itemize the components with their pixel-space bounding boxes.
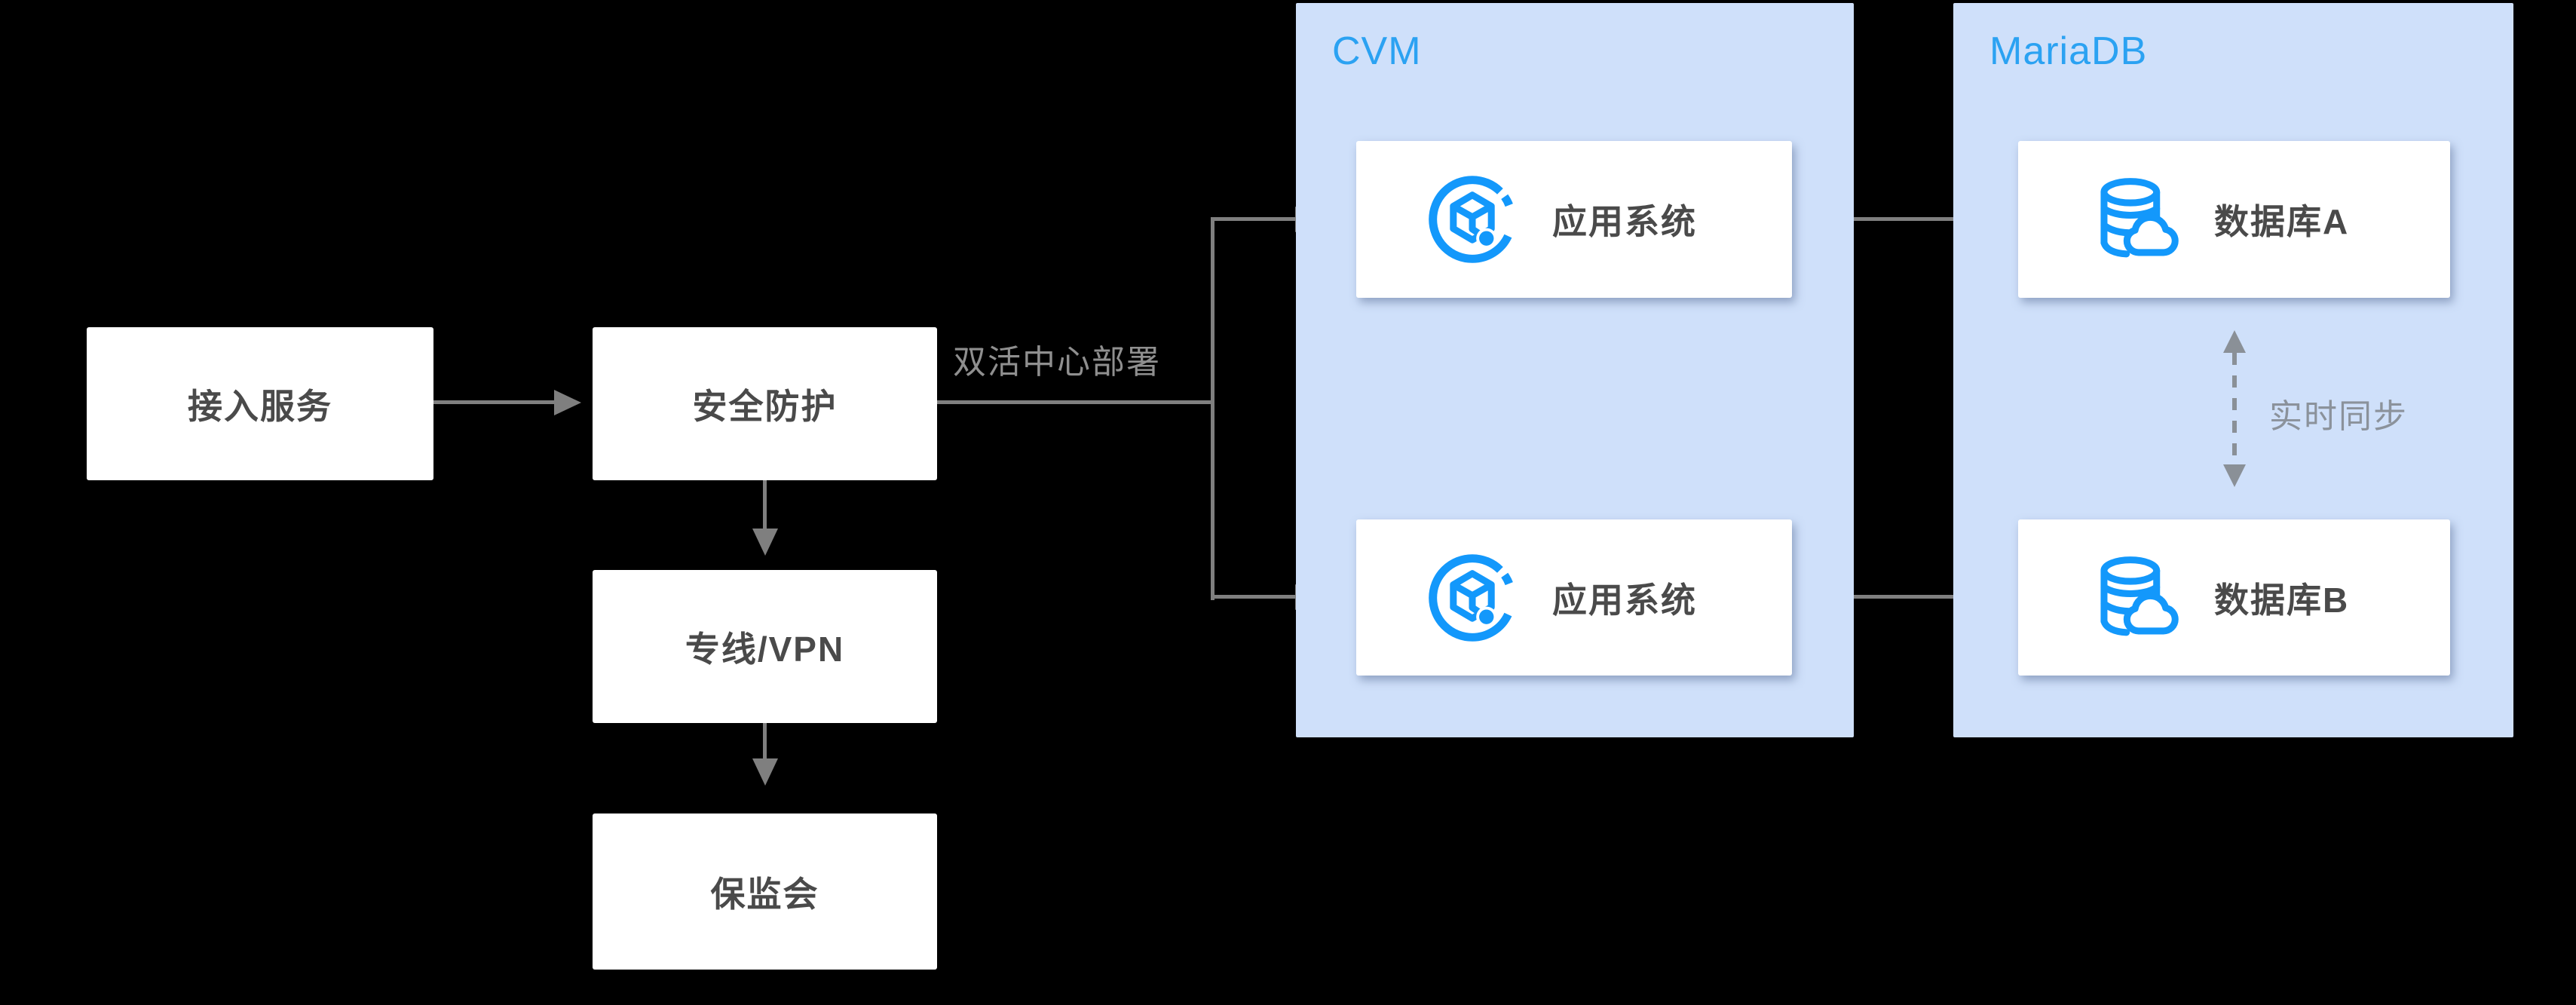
connector-app1-to-dba: [1792, 217, 1980, 221]
edge-label-deploy: 双活中心部署: [953, 344, 1161, 381]
connector-security-to-branch: [937, 400, 1214, 404]
node-access-service-label: 接入服务: [188, 386, 332, 426]
node-database-b-label: 数据库B: [2214, 580, 2350, 620]
connector-branch-to-app1: [1211, 217, 1295, 221]
panel-cvm-title: CVM: [1332, 29, 1422, 73]
arrowhead-security-to-vpn: [752, 529, 778, 556]
sync-double-arrow: [2223, 330, 2246, 487]
cvm-icon: [1426, 551, 1519, 645]
node-app-system-1: 应用系统: [1356, 141, 1792, 298]
node-security-protection-label: 安全防护: [692, 386, 838, 426]
node-database-a: 数据库A: [2018, 141, 2450, 298]
connector-access-to-security: [433, 400, 554, 404]
node-regulator: 保监会: [593, 813, 937, 970]
node-app-system-2-label: 应用系统: [1552, 580, 1697, 620]
panel-mariadb-title: MariaDB: [1989, 29, 2148, 73]
node-database-b: 数据库B: [2018, 519, 2450, 676]
node-security-protection: 安全防护: [593, 327, 937, 480]
node-app-system-1-label: 应用系统: [1552, 202, 1697, 241]
connector-app2-to-dbb: [1792, 595, 1980, 599]
panel-mariadb: MariaDB 数据库A: [1953, 3, 2513, 737]
node-vpn: 专线/VPN: [593, 570, 937, 723]
connector-vpn-to-regulator: [763, 723, 767, 758]
connector-branch-vertical: [1211, 217, 1214, 600]
node-database-a-label: 数据库A: [2214, 202, 2350, 241]
database-cloud-icon: [2087, 173, 2181, 266]
node-access-service: 接入服务: [87, 327, 433, 480]
node-regulator-label: 保监会: [710, 874, 819, 914]
arrowhead-access-to-security: [554, 389, 581, 415]
connector-branch-to-app2: [1211, 595, 1295, 599]
node-app-system-2: 应用系统: [1356, 519, 1792, 676]
connector-security-to-vpn: [763, 480, 767, 529]
arrowhead-vpn-to-regulator: [752, 758, 778, 786]
node-vpn-label: 专线/VPN: [685, 629, 845, 669]
panel-cvm: CVM 应用系统: [1296, 3, 1854, 737]
edge-label-sync: 实时同步: [2269, 398, 2408, 435]
cvm-icon: [1426, 173, 1519, 266]
database-cloud-icon: [2087, 551, 2181, 645]
